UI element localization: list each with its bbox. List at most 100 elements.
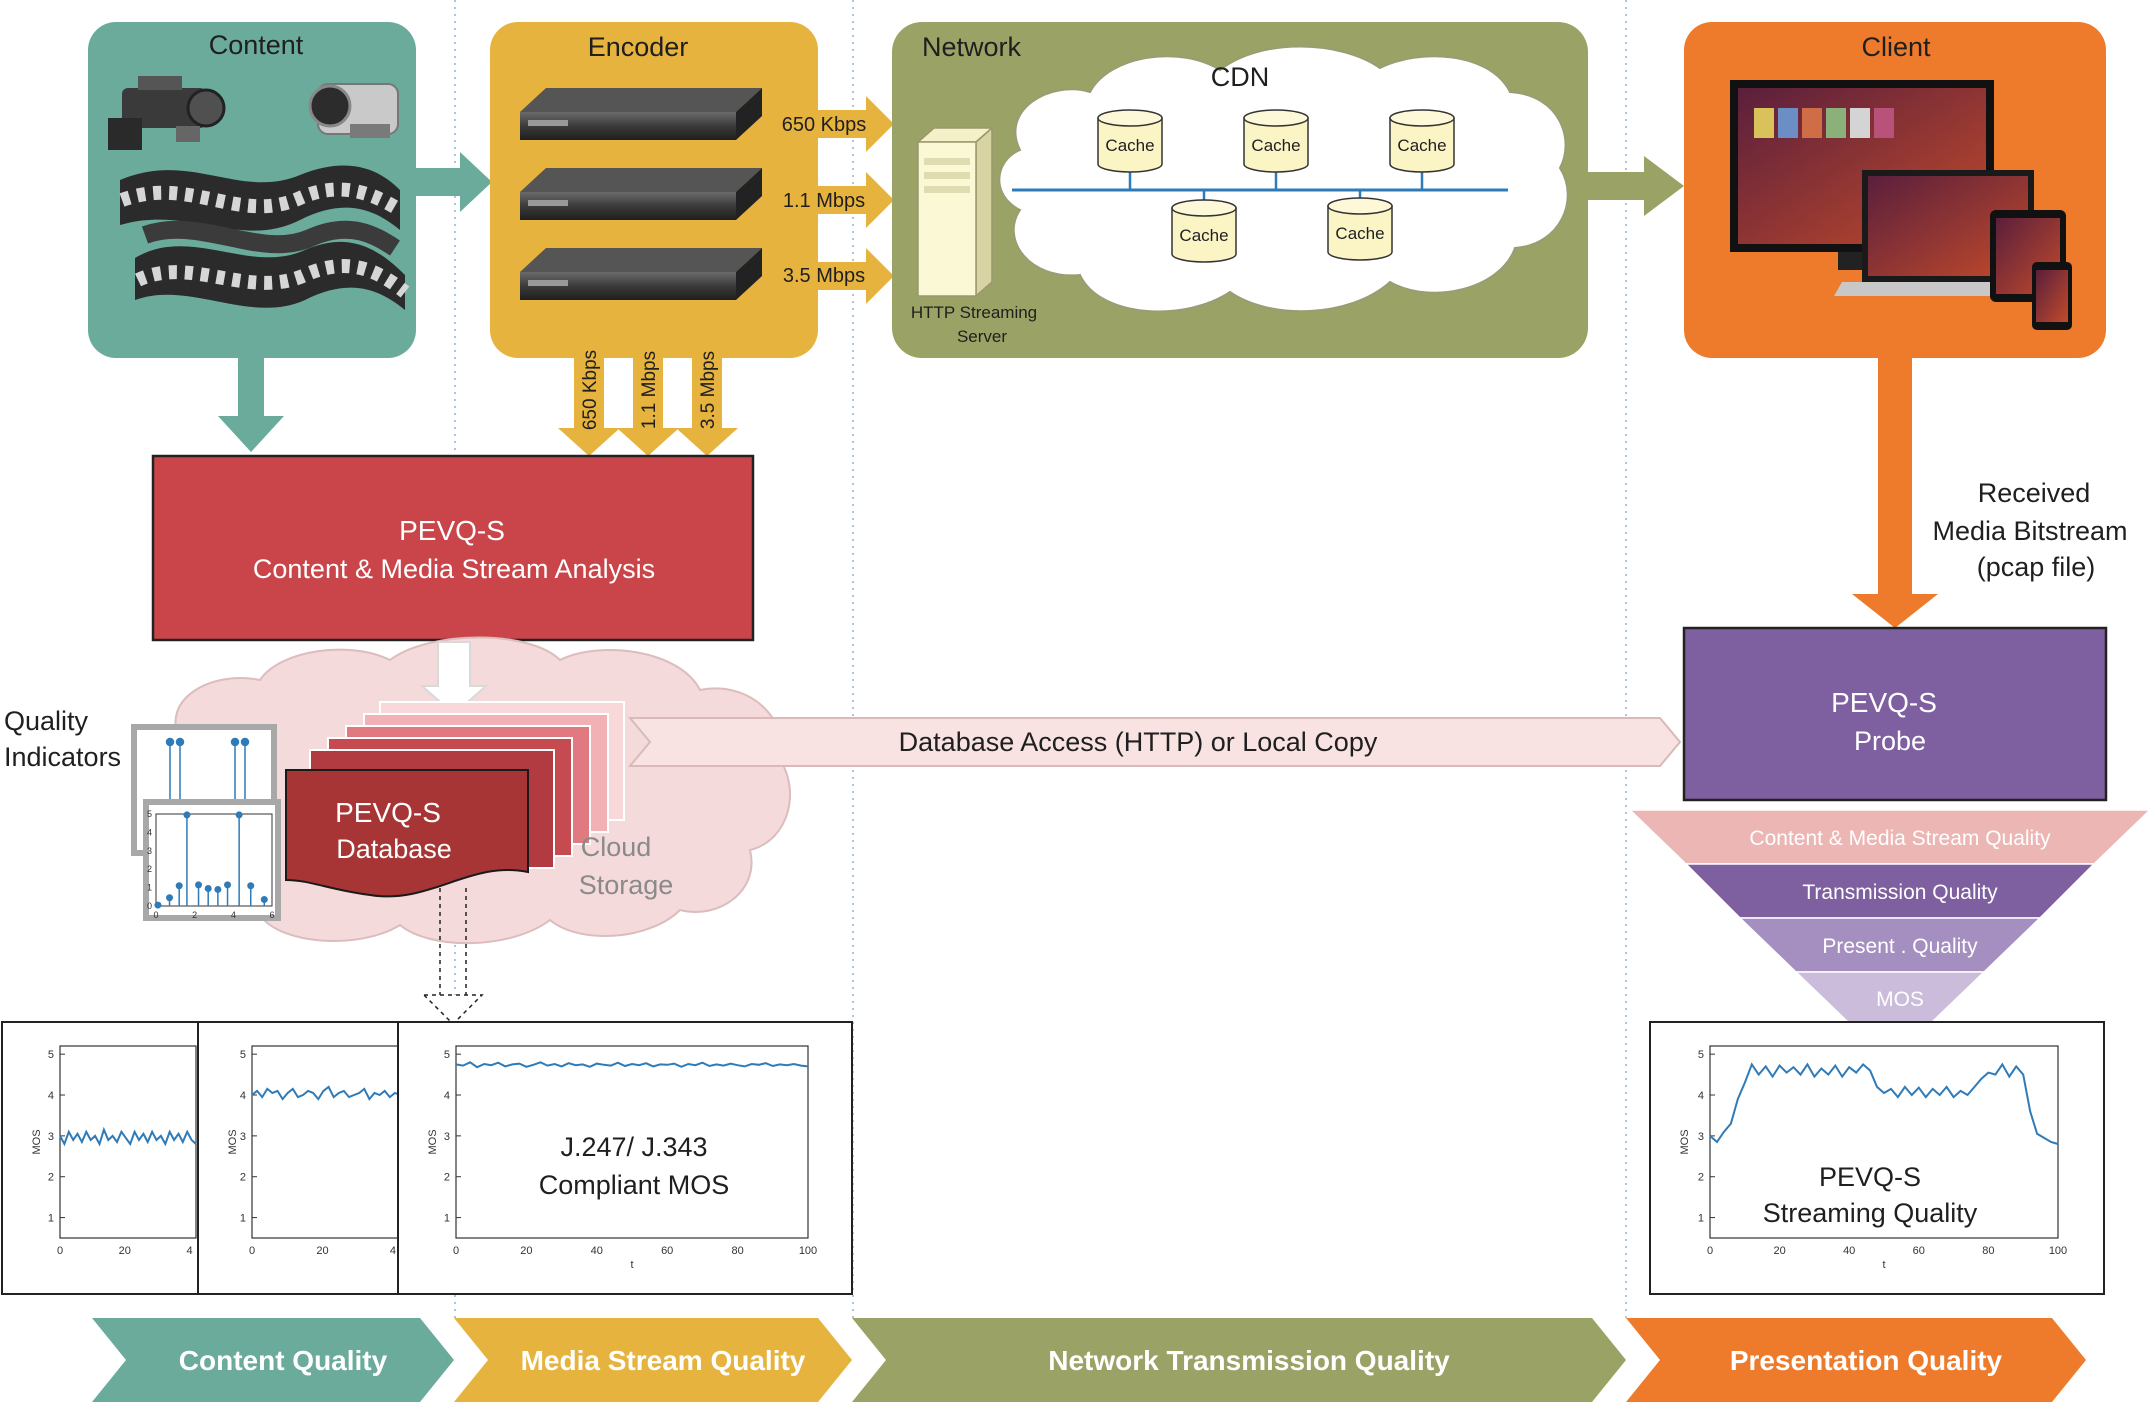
y-axis-label: MOS bbox=[31, 1129, 43, 1154]
video-camera-icon bbox=[108, 76, 226, 150]
client-title: Client bbox=[1861, 32, 1931, 62]
encoder-server-2 bbox=[520, 168, 762, 220]
funnel-level-label: MOS bbox=[1876, 988, 1924, 1011]
cache-node: Cache bbox=[1097, 109, 1163, 190]
cache-label: Cache bbox=[1397, 136, 1446, 155]
y-tick-label: 4 bbox=[444, 1090, 450, 1102]
stem-x-tick: 0 bbox=[153, 910, 158, 920]
chart-axes bbox=[1709, 1045, 2059, 1239]
encoder-server-1 bbox=[520, 88, 762, 140]
encoder-title: Encoder bbox=[588, 32, 689, 62]
banner-label: Network Transmission Quality bbox=[1048, 1345, 1450, 1376]
chart-annotation-line1: PEVQ-S bbox=[1819, 1162, 1921, 1192]
server-label-line2: Server bbox=[957, 327, 1007, 346]
x-tick-label: 80 bbox=[731, 1245, 743, 1257]
stem-x-tick: 6 bbox=[269, 910, 274, 920]
banner-label: Media Stream Quality bbox=[521, 1345, 806, 1376]
y-tick-label: 3 bbox=[240, 1131, 246, 1143]
stem-x-tick: 4 bbox=[231, 910, 236, 920]
bitrate-vertical-650: 650 Kbps bbox=[580, 350, 601, 430]
arrow-bitrate-1.1-right bbox=[818, 172, 894, 228]
chart-annotation-line2: Compliant MOS bbox=[539, 1170, 730, 1200]
x-tick-label: 20 bbox=[1773, 1245, 1785, 1257]
bitrate-down-arrows: 650 Kbps 1.1 Mbps 3.5 Mbps bbox=[558, 350, 738, 456]
cloud-storage-line2: Storage bbox=[579, 870, 674, 900]
x-tick-label: 20 bbox=[316, 1245, 328, 1257]
y-tick-label: 2 bbox=[48, 1172, 54, 1184]
bitrate-label-1.1: 1.1 Mbps bbox=[783, 190, 865, 212]
chart-frame bbox=[1649, 1021, 2105, 1295]
cdn-title: CDN bbox=[1211, 62, 1270, 92]
pevq-analysis-title: PEVQ-S bbox=[399, 515, 505, 546]
mos-series-line bbox=[455, 1061, 809, 1069]
arrow-bitrate-1.1-down bbox=[617, 358, 679, 456]
chart-frame bbox=[397, 1021, 853, 1295]
cache-label: Cache bbox=[1179, 226, 1228, 245]
pevq-analysis-subtitle: Content & Media Stream Analysis bbox=[253, 554, 655, 584]
cache-node: Cache bbox=[1327, 190, 1393, 261]
x-tick-label: 80 bbox=[1982, 1245, 1994, 1257]
database-front-page bbox=[285, 769, 529, 898]
bottom-banners: Content Quality Media Stream Quality Netwo… bbox=[92, 1318, 2086, 1402]
db-access-arrow bbox=[627, 717, 1682, 767]
cloud-storage-line1: Cloud bbox=[581, 832, 652, 862]
content-title: Content bbox=[209, 30, 304, 60]
y-tick-label: 3 bbox=[48, 1131, 54, 1143]
stem-point bbox=[247, 882, 255, 890]
y-tick-label: 2 bbox=[1698, 1172, 1704, 1184]
pevq-analysis-box bbox=[151, 454, 755, 642]
funnel-level-label: Present . Quality bbox=[1822, 935, 1978, 958]
quality-banner: Media Stream Quality bbox=[454, 1318, 852, 1402]
x-tick-label: 60 bbox=[661, 1245, 673, 1257]
stem-x-tick: 2 bbox=[192, 910, 197, 920]
funnel-level-label: Content & Media Stream Quality bbox=[1749, 827, 2051, 850]
bitrate-label-3.5: 3.5 Mbps bbox=[783, 265, 865, 287]
x-tick-label: 40 bbox=[1843, 1245, 1855, 1257]
db-to-charts-dashed-arrow bbox=[422, 888, 484, 1026]
quality-banner: Presentation Quality bbox=[1626, 1318, 2086, 1402]
encoder-server-3 bbox=[520, 248, 762, 300]
stem-point bbox=[260, 896, 268, 904]
received-line1: Received bbox=[1978, 478, 2091, 508]
stem-point bbox=[195, 881, 203, 889]
chart-annotation-line1: J.247/ J.343 bbox=[560, 1132, 707, 1162]
x-tick-label: 0 bbox=[249, 1245, 255, 1257]
stem-point bbox=[175, 882, 183, 890]
x-tick-label: 40 bbox=[591, 1245, 603, 1257]
y-tick-label: 5 bbox=[444, 1049, 450, 1061]
bitrate-vertical-3.5: 3.5 Mbps bbox=[698, 351, 719, 429]
probe-title: PEVQ-S bbox=[1831, 687, 1937, 718]
database-subtitle: Database bbox=[336, 834, 452, 864]
quality-banner: Content Quality bbox=[92, 1318, 454, 1402]
stem-point bbox=[214, 885, 222, 893]
y-axis-label: MOS bbox=[427, 1129, 439, 1154]
film-strip-icon bbox=[119, 165, 410, 310]
arrow-analysis-to-db bbox=[419, 641, 489, 716]
client-stage: Client bbox=[1684, 22, 2106, 358]
y-tick-label: 1 bbox=[1698, 1213, 1704, 1225]
chart-axes bbox=[455, 1045, 809, 1239]
stem-y-tick: 2 bbox=[147, 864, 152, 874]
mos-series-line bbox=[251, 1085, 401, 1101]
y-tick-label: 4 bbox=[240, 1090, 246, 1102]
stem-y-tick: 3 bbox=[147, 846, 152, 856]
db-access-label: Database Access (HTTP) or Local Copy bbox=[899, 727, 1378, 757]
arrow-content-to-encoder bbox=[416, 152, 492, 212]
mos-series-line bbox=[59, 1126, 197, 1147]
funnel-level-label: Transmission Quality bbox=[1802, 881, 1998, 904]
x-tick-label: 100 bbox=[2049, 1245, 2067, 1257]
x-tick-label: 0 bbox=[1707, 1245, 1713, 1257]
x-tick-label: 4 bbox=[186, 1245, 192, 1257]
funnel-level: Present . Quality bbox=[1738, 917, 2042, 973]
y-tick-label: 5 bbox=[1698, 1049, 1704, 1061]
encoder-stage: Encoder bbox=[490, 22, 818, 358]
probe-subtitle: Probe bbox=[1854, 726, 1926, 756]
cache-label: Cache bbox=[1335, 224, 1384, 243]
content-stage: Content bbox=[88, 22, 416, 358]
stem-point bbox=[183, 811, 191, 819]
